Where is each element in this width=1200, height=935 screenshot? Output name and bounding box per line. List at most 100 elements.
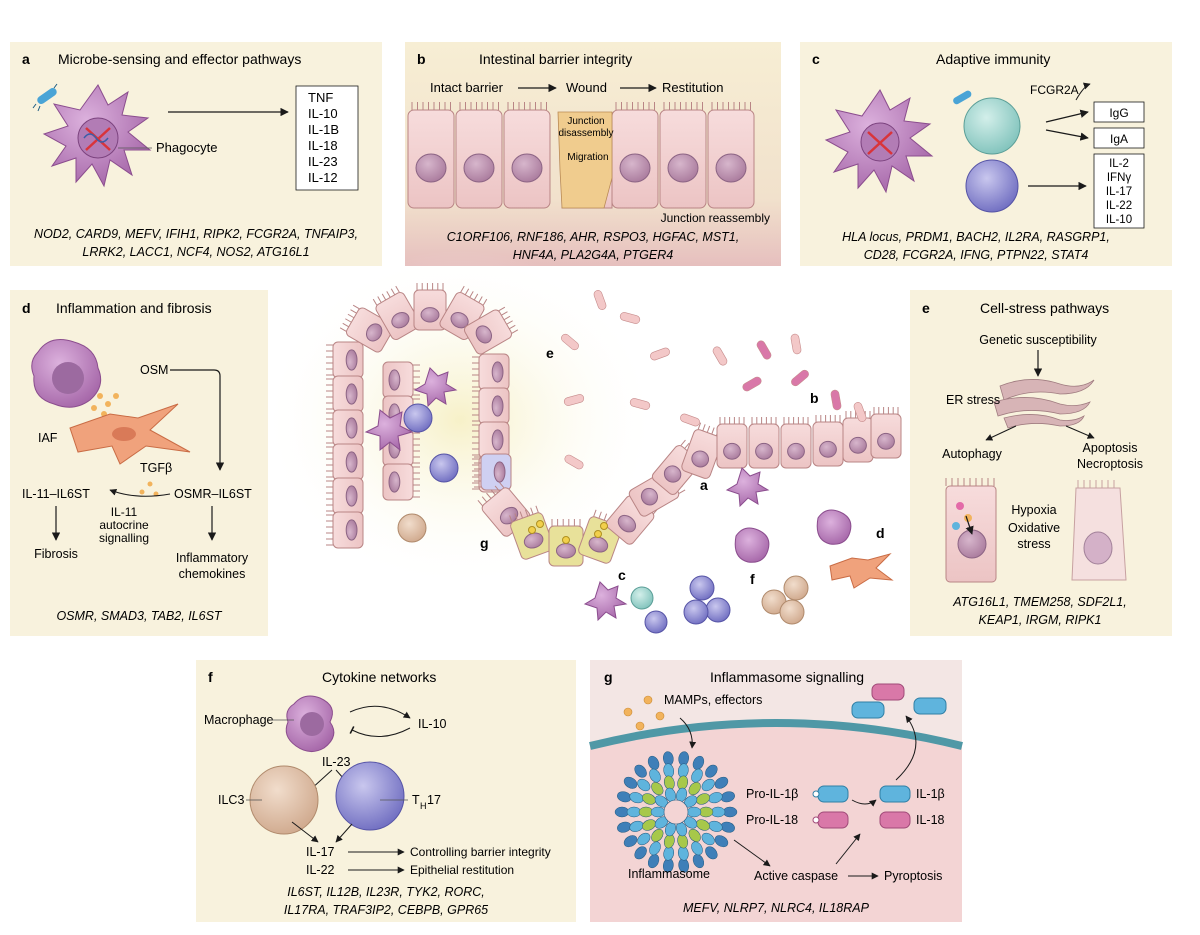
epithelial-cell <box>413 283 447 331</box>
macrophage-nucleus <box>300 712 324 736</box>
luminal-microbes <box>561 290 867 470</box>
cell-membrane <box>589 719 963 750</box>
bacterium-icon <box>953 90 972 105</box>
bacterium-icon <box>791 369 809 387</box>
cytokine-output-box <box>295 85 359 191</box>
il11-il6st-label: IL-11–IL6ST <box>22 487 90 501</box>
center-ilc-2 <box>783 575 809 601</box>
pro-il18-domain <box>812 816 820 824</box>
panel-f-genes-line2: IL17RA, TRAF3IP2, CEBPB, GPR65 <box>284 903 488 917</box>
paneth-granule <box>594 530 602 538</box>
lp-dendritic-cell <box>364 409 414 452</box>
bacterium-icon <box>712 346 728 366</box>
il17-label: IL-17 <box>306 845 335 859</box>
barrier-cell <box>503 102 551 209</box>
autophagy-label: Autophagy <box>942 447 1003 461</box>
autocrine-line3: signalling <box>99 531 149 545</box>
bacterium-icon <box>742 376 762 392</box>
panel-f-genes-line1: IL6ST, IL12B, IL23R, TYK2, RORC, <box>287 885 485 899</box>
panel-c-letter: c <box>812 51 820 67</box>
secretion-arrow <box>895 715 917 781</box>
panel-g-letter: g <box>604 669 613 685</box>
lp-t-cell-2 <box>403 403 433 433</box>
epithelial-cell <box>472 387 510 425</box>
inflammasome-label: Inflammasome <box>628 867 710 881</box>
center-label-f: f <box>750 571 755 587</box>
iga-arrow <box>1045 129 1089 141</box>
panel-b-genes-line1: C1ORF106, RNF186, AHR, RSPO3, HGFAC, MST… <box>447 230 739 244</box>
panel-c: c Adaptive immunity FCGR2A IgG IgA IL-2 … <box>800 42 1172 266</box>
osm-granules <box>91 393 119 417</box>
panel-e-genes-line1: ATG16L1, TMEM258, SDF2L1, <box>952 595 1126 609</box>
junction-label-line1: Junction <box>567 116 604 127</box>
iaf-nucleus <box>112 427 136 441</box>
bacterium-icon <box>629 398 651 410</box>
epithelial-cell <box>842 411 874 463</box>
apoptosis-arrow <box>1065 425 1095 439</box>
th17-output-arrow <box>335 823 353 843</box>
epithelial-lining <box>326 283 902 567</box>
tgfb-granules <box>139 481 159 497</box>
panel-c-genes-line2: CD28, FCGR2A, IFNG, PTPN22, STAT4 <box>864 248 1089 262</box>
center-ilc-3 <box>779 599 805 625</box>
center-t-cell-3 <box>705 597 731 623</box>
epithelial-cell <box>780 417 812 469</box>
pro-il1b-label: Pro-IL-1β <box>746 787 798 801</box>
autocrine-line2: autocrine <box>99 518 149 532</box>
epithelial-cell <box>326 477 364 515</box>
mucosal-phagocyte-a <box>725 467 770 508</box>
barrier-cell <box>407 102 455 209</box>
epithelial-cell <box>326 341 364 379</box>
panel-a-genes-line2: LRRK2, LACC1, NCF4, NOS2, ATG16L1 <box>82 245 309 259</box>
center-label-d: d <box>876 525 885 541</box>
ilc3-output-arrow <box>291 821 319 843</box>
restitution-effect-label: Epithelial restitution <box>410 863 514 877</box>
il10-label: IL-10 <box>418 717 447 731</box>
panel-d-title: Inflammation and fibrosis <box>56 300 212 316</box>
migration-label: Migration <box>567 152 608 163</box>
phagocyte-cell <box>42 84 152 188</box>
epithelial-cell <box>326 409 364 447</box>
panel-d: d Inflammation and fibrosis OSM IAF TGFβ… <box>10 290 268 636</box>
th17-label-main: T <box>412 793 420 807</box>
bacterium-icon <box>561 333 579 351</box>
igg-label: IgG <box>1109 106 1128 120</box>
t-cell-cytokine-box <box>1093 153 1145 229</box>
tgfb-label: TGFβ <box>140 461 172 475</box>
panel-b-genes-line2: HNF4A, PLA2G4A, PTGER4 <box>513 248 674 262</box>
output-il23: IL-23 <box>308 154 338 169</box>
autocrine-line1: IL-11 <box>111 505 138 519</box>
osm-label: OSM <box>140 363 168 377</box>
panel-a: a Microbe-sensing and effector pathways … <box>10 42 382 266</box>
junction-label-line2: disassembly <box>558 128 613 139</box>
pro-il1b-icon <box>817 785 849 803</box>
pyroptosis-label: Pyroptosis <box>884 869 942 883</box>
wound-gap <box>557 111 613 209</box>
epithelial-cell <box>326 511 364 549</box>
chemokine-line1: Inflammatory <box>176 551 249 565</box>
central-intestine-illustration: e b a d g c f <box>260 250 902 634</box>
paneth-granule <box>536 520 544 528</box>
stage-wound: Wound <box>566 80 607 95</box>
cytokine-il2: IL-2 <box>1109 158 1129 170</box>
cytokine-ifng: IFNγ <box>1107 172 1132 184</box>
cytokine-il17: IL-17 <box>1106 186 1132 198</box>
inflammasome-complex <box>614 751 738 873</box>
output-il18: IL-18 <box>308 138 338 153</box>
dying-cell <box>1071 480 1127 581</box>
panel-d-genes: OSMR, SMAD3, TAB2, IL6ST <box>56 609 222 623</box>
b-cell <box>963 97 1021 155</box>
il10-inhibition-arrow <box>349 726 411 737</box>
lp-ilc3 <box>397 513 427 543</box>
center-label-g: g <box>480 535 489 551</box>
inflammasome-to-caspase-arrow <box>733 839 771 867</box>
barrier-cell <box>707 102 755 209</box>
epithelial-cell <box>716 417 748 469</box>
er-stress-label: ER stress <box>946 393 1000 407</box>
iaf-label: IAF <box>38 431 58 445</box>
epithelial-cell <box>464 306 519 355</box>
oxidative-line2: stress <box>1017 537 1050 551</box>
barrier-epithelium <box>407 102 755 209</box>
center-t-cell-4 <box>683 599 709 625</box>
stage-restitution: Restitution <box>662 80 723 95</box>
